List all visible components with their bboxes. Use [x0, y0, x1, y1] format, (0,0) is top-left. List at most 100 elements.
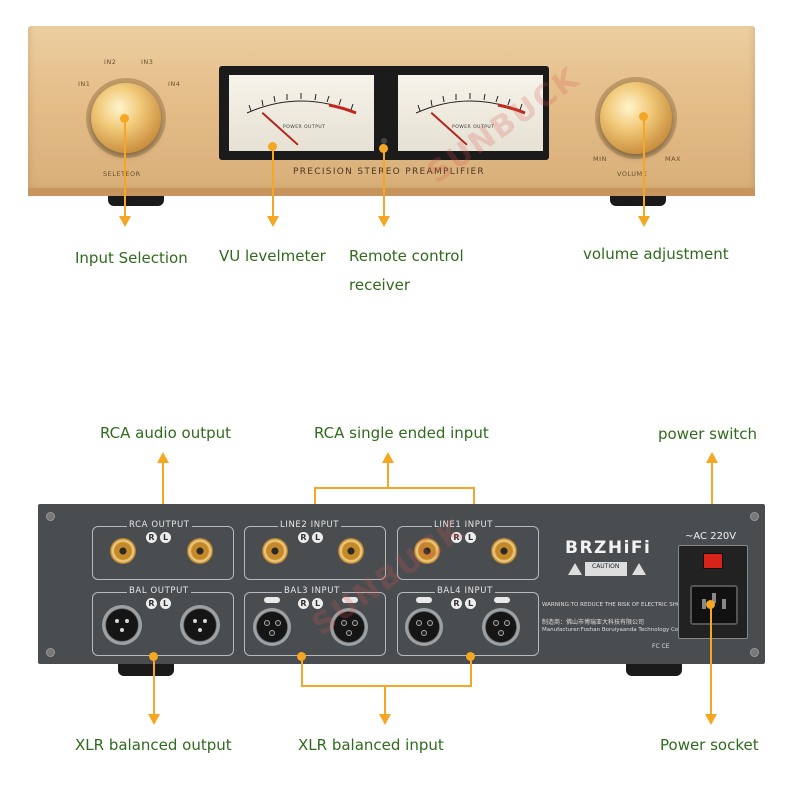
- arrow-remote-head: [378, 216, 390, 227]
- power-switch[interactable]: [703, 553, 723, 569]
- vu-meter-left-scale: [246, 93, 357, 115]
- voltage-label: ~AC 220V: [685, 531, 737, 542]
- vu-meter-left-caption: POWER OUTPUT: [283, 125, 326, 130]
- selector-label-in2: IN2: [104, 58, 117, 66]
- section-rca-output-label: RCA OUTPUT: [127, 520, 192, 530]
- arrow-input-selection-head: [119, 216, 131, 227]
- arrow-xlr-in-head: [379, 714, 391, 725]
- section-bal3-input-label: BAL3 INPUT: [282, 586, 342, 596]
- arrow-volume-dot: [639, 112, 648, 121]
- brand-logo: BRZHiFi: [565, 538, 652, 558]
- xlr-pin: [341, 620, 347, 626]
- bal4-left-latch[interactable]: [494, 597, 510, 603]
- caution-text: CAUTION: [592, 563, 620, 570]
- rca-output-l-badge: L: [160, 532, 171, 543]
- arrow-xlr-in-line: [384, 686, 386, 716]
- vu-meter-right-caption: POWER OUTPUT: [452, 125, 495, 130]
- socket-pin: [702, 599, 706, 609]
- screw-bl: [46, 648, 55, 657]
- arrow-input-selection-dot: [120, 114, 129, 123]
- line2-left-jack[interactable]: [338, 538, 364, 564]
- callout-rca-single-ended: RCA single ended input: [314, 424, 489, 442]
- callout-xlr-balanced-input: XLR balanced input: [298, 736, 444, 754]
- bal3-left-latch[interactable]: [342, 597, 358, 603]
- arrow-switch-head: [706, 452, 718, 463]
- back-foot-left: [118, 660, 174, 676]
- xlr-pin: [269, 630, 275, 636]
- bal4-right-latch[interactable]: [416, 597, 432, 603]
- arrow-vu-dot: [268, 142, 277, 151]
- xlr-pin: [421, 630, 427, 636]
- callout-vu-meter: VU levelmeter: [219, 247, 326, 265]
- front-panel-edge: [28, 188, 755, 196]
- volume-max-label: MAX: [665, 155, 682, 163]
- arrow-xlr-out-line: [153, 656, 155, 716]
- arrow-xlr-in-bracket: [301, 685, 472, 687]
- bal-output-l-badge: L: [160, 598, 171, 609]
- callout-remote-line1: Remote control: [349, 247, 464, 265]
- warning-triangle-icon-2: [632, 563, 646, 575]
- xlr-pin: [427, 620, 433, 626]
- bal3-r-badge: R: [298, 598, 309, 609]
- screw-tl: [46, 512, 55, 521]
- xlr-pin: [193, 619, 197, 623]
- arrow-volume-line: [643, 116, 645, 218]
- maker-en-text: Manufacturer:Foshan Boruiyaanda Technolo…: [542, 627, 693, 633]
- callout-xlr-balanced-output: XLR balanced output: [75, 736, 232, 754]
- xlr-pin: [416, 620, 422, 626]
- maker-cn-text: 制造商：佛山市博瑞亚大科技有限公司: [542, 619, 645, 626]
- arrow-rca-out-line: [162, 462, 164, 537]
- rca-output-right-jack[interactable]: [110, 538, 136, 564]
- back-foot-right: [626, 660, 682, 676]
- xlr-pin: [498, 630, 504, 636]
- arrow-remote-dot: [379, 144, 388, 153]
- bal-output-right-xlr[interactable]: [102, 605, 142, 645]
- volume-name: VOLUME: [617, 170, 648, 178]
- selector-label-in1: IN1: [78, 80, 91, 88]
- arrow-rca-in-line: [387, 462, 389, 488]
- callout-power-socket: Power socket: [660, 736, 759, 754]
- remote-receiver-window: [381, 138, 387, 144]
- bal4-left-xlr[interactable]: [482, 608, 520, 646]
- arrow-socket-line: [710, 604, 712, 716]
- warning-triangle-icon: [568, 563, 582, 575]
- bal-output-r-badge: R: [146, 598, 157, 609]
- arrow-xlr-in-right: [470, 656, 472, 686]
- callout-input-selection: Input Selection: [75, 249, 188, 267]
- bal-output-left-xlr[interactable]: [180, 605, 220, 645]
- line1-left-jack[interactable]: [491, 538, 517, 564]
- front-panel-title: PRECISION STEREO PREAMPLIFIER: [293, 167, 485, 177]
- section-line1-input-label: LINE1 INPUT: [432, 520, 496, 530]
- bal3-left-xlr[interactable]: [330, 608, 368, 646]
- line2-right-jack[interactable]: [262, 538, 288, 564]
- arrow-socket-head: [705, 714, 717, 725]
- line2-r-badge: R: [298, 532, 309, 543]
- xlr-pin: [120, 628, 124, 632]
- line1-right-jack[interactable]: [414, 538, 440, 564]
- rca-output-left-jack[interactable]: [187, 538, 213, 564]
- section-bal4-input-label: BAL4 INPUT: [435, 586, 495, 596]
- xlr-pin: [352, 620, 358, 626]
- selector-label-in4: IN4: [168, 80, 181, 88]
- volume-knob[interactable]: [600, 82, 672, 154]
- bal3-right-latch[interactable]: [264, 597, 280, 603]
- callout-remote-line2: receiver: [349, 276, 410, 294]
- xlr-pin: [125, 619, 129, 623]
- callout-rca-audio-output: RCA audio output: [100, 424, 231, 442]
- arrow-rca-in-head: [382, 452, 394, 463]
- bal3-right-xlr[interactable]: [253, 608, 291, 646]
- bal4-right-xlr[interactable]: [405, 608, 443, 646]
- section-line2-input-label: LINE2 INPUT: [278, 520, 342, 530]
- screw-tr: [750, 512, 759, 521]
- arrow-xlr-in-left: [301, 656, 303, 686]
- xlr-pin: [264, 620, 270, 626]
- power-socket[interactable]: [690, 585, 738, 625]
- socket-pin: [722, 599, 726, 609]
- xlr-pin: [493, 620, 499, 626]
- vu-meter-right: POWER OUTPUT: [398, 75, 543, 151]
- xlr-pin: [275, 620, 281, 626]
- arrow-input-selection-line: [124, 118, 126, 218]
- arrow-volume-head: [638, 216, 650, 227]
- volume-min-label: MIN: [593, 155, 607, 163]
- vu-meter-left: POWER OUTPUT: [229, 75, 374, 151]
